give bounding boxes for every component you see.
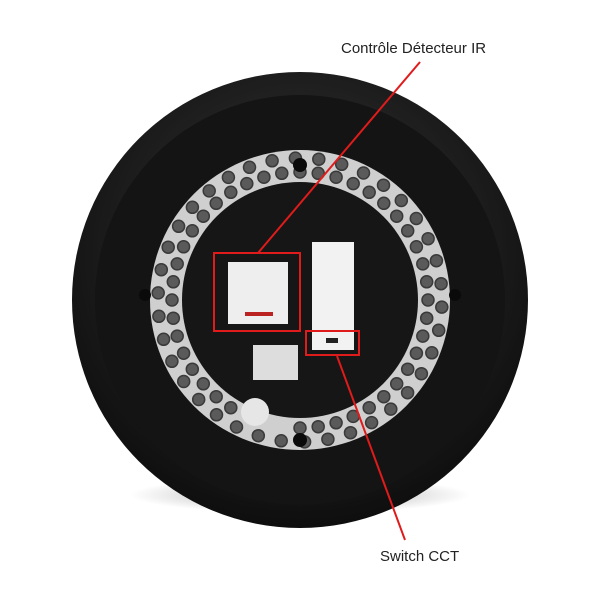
cct-callout-label: Switch CCT (380, 548, 460, 565)
cct-highlight-box (305, 330, 360, 356)
driver-box (312, 242, 354, 350)
mount-holes (139, 158, 461, 447)
cct-switch (326, 338, 338, 343)
ir-callout-label: Contrôle Détecteur IR (341, 40, 487, 57)
sensor-lens (241, 398, 269, 426)
led-rings (151, 151, 449, 449)
terminal-block (253, 345, 298, 380)
cct-callout-line (336, 355, 406, 541)
ir-callout-line (257, 61, 421, 254)
dip-switch (245, 312, 273, 316)
ir-highlight-box (213, 252, 301, 332)
